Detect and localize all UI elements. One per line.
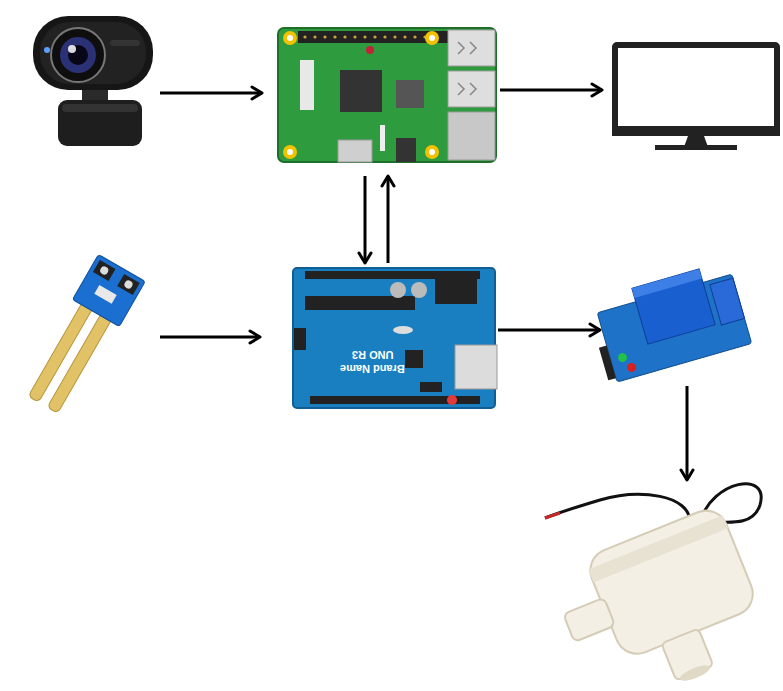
webcam-illustration (33, 16, 153, 146)
relay-module (600, 270, 750, 386)
raspberry-pi-illustration (278, 28, 496, 162)
monitor-display (602, 40, 780, 152)
arrow-connector (498, 329, 600, 332)
arrow-connector (160, 336, 260, 339)
soil-sensor-illustration (19, 254, 145, 418)
soil-moisture-sensor (10, 262, 160, 412)
monitor-illustration (612, 45, 780, 150)
relay-illustration (586, 261, 752, 384)
board-label: UNO R3 (352, 349, 394, 360)
arrow-connector (686, 386, 689, 480)
arduino-board: UNO R3 Brand Name (260, 263, 498, 413)
arrow-connector (387, 176, 390, 263)
raspberry-pi-board (262, 26, 500, 176)
board-label: Brand Name (340, 363, 405, 374)
arrow-connector (160, 92, 262, 95)
water-pump (540, 480, 780, 685)
arrow-connector (364, 176, 367, 263)
webcam-device (25, 10, 160, 152)
pump-illustration (545, 484, 776, 691)
arrow-connector (500, 89, 602, 92)
arduino-illustration (293, 268, 497, 408)
